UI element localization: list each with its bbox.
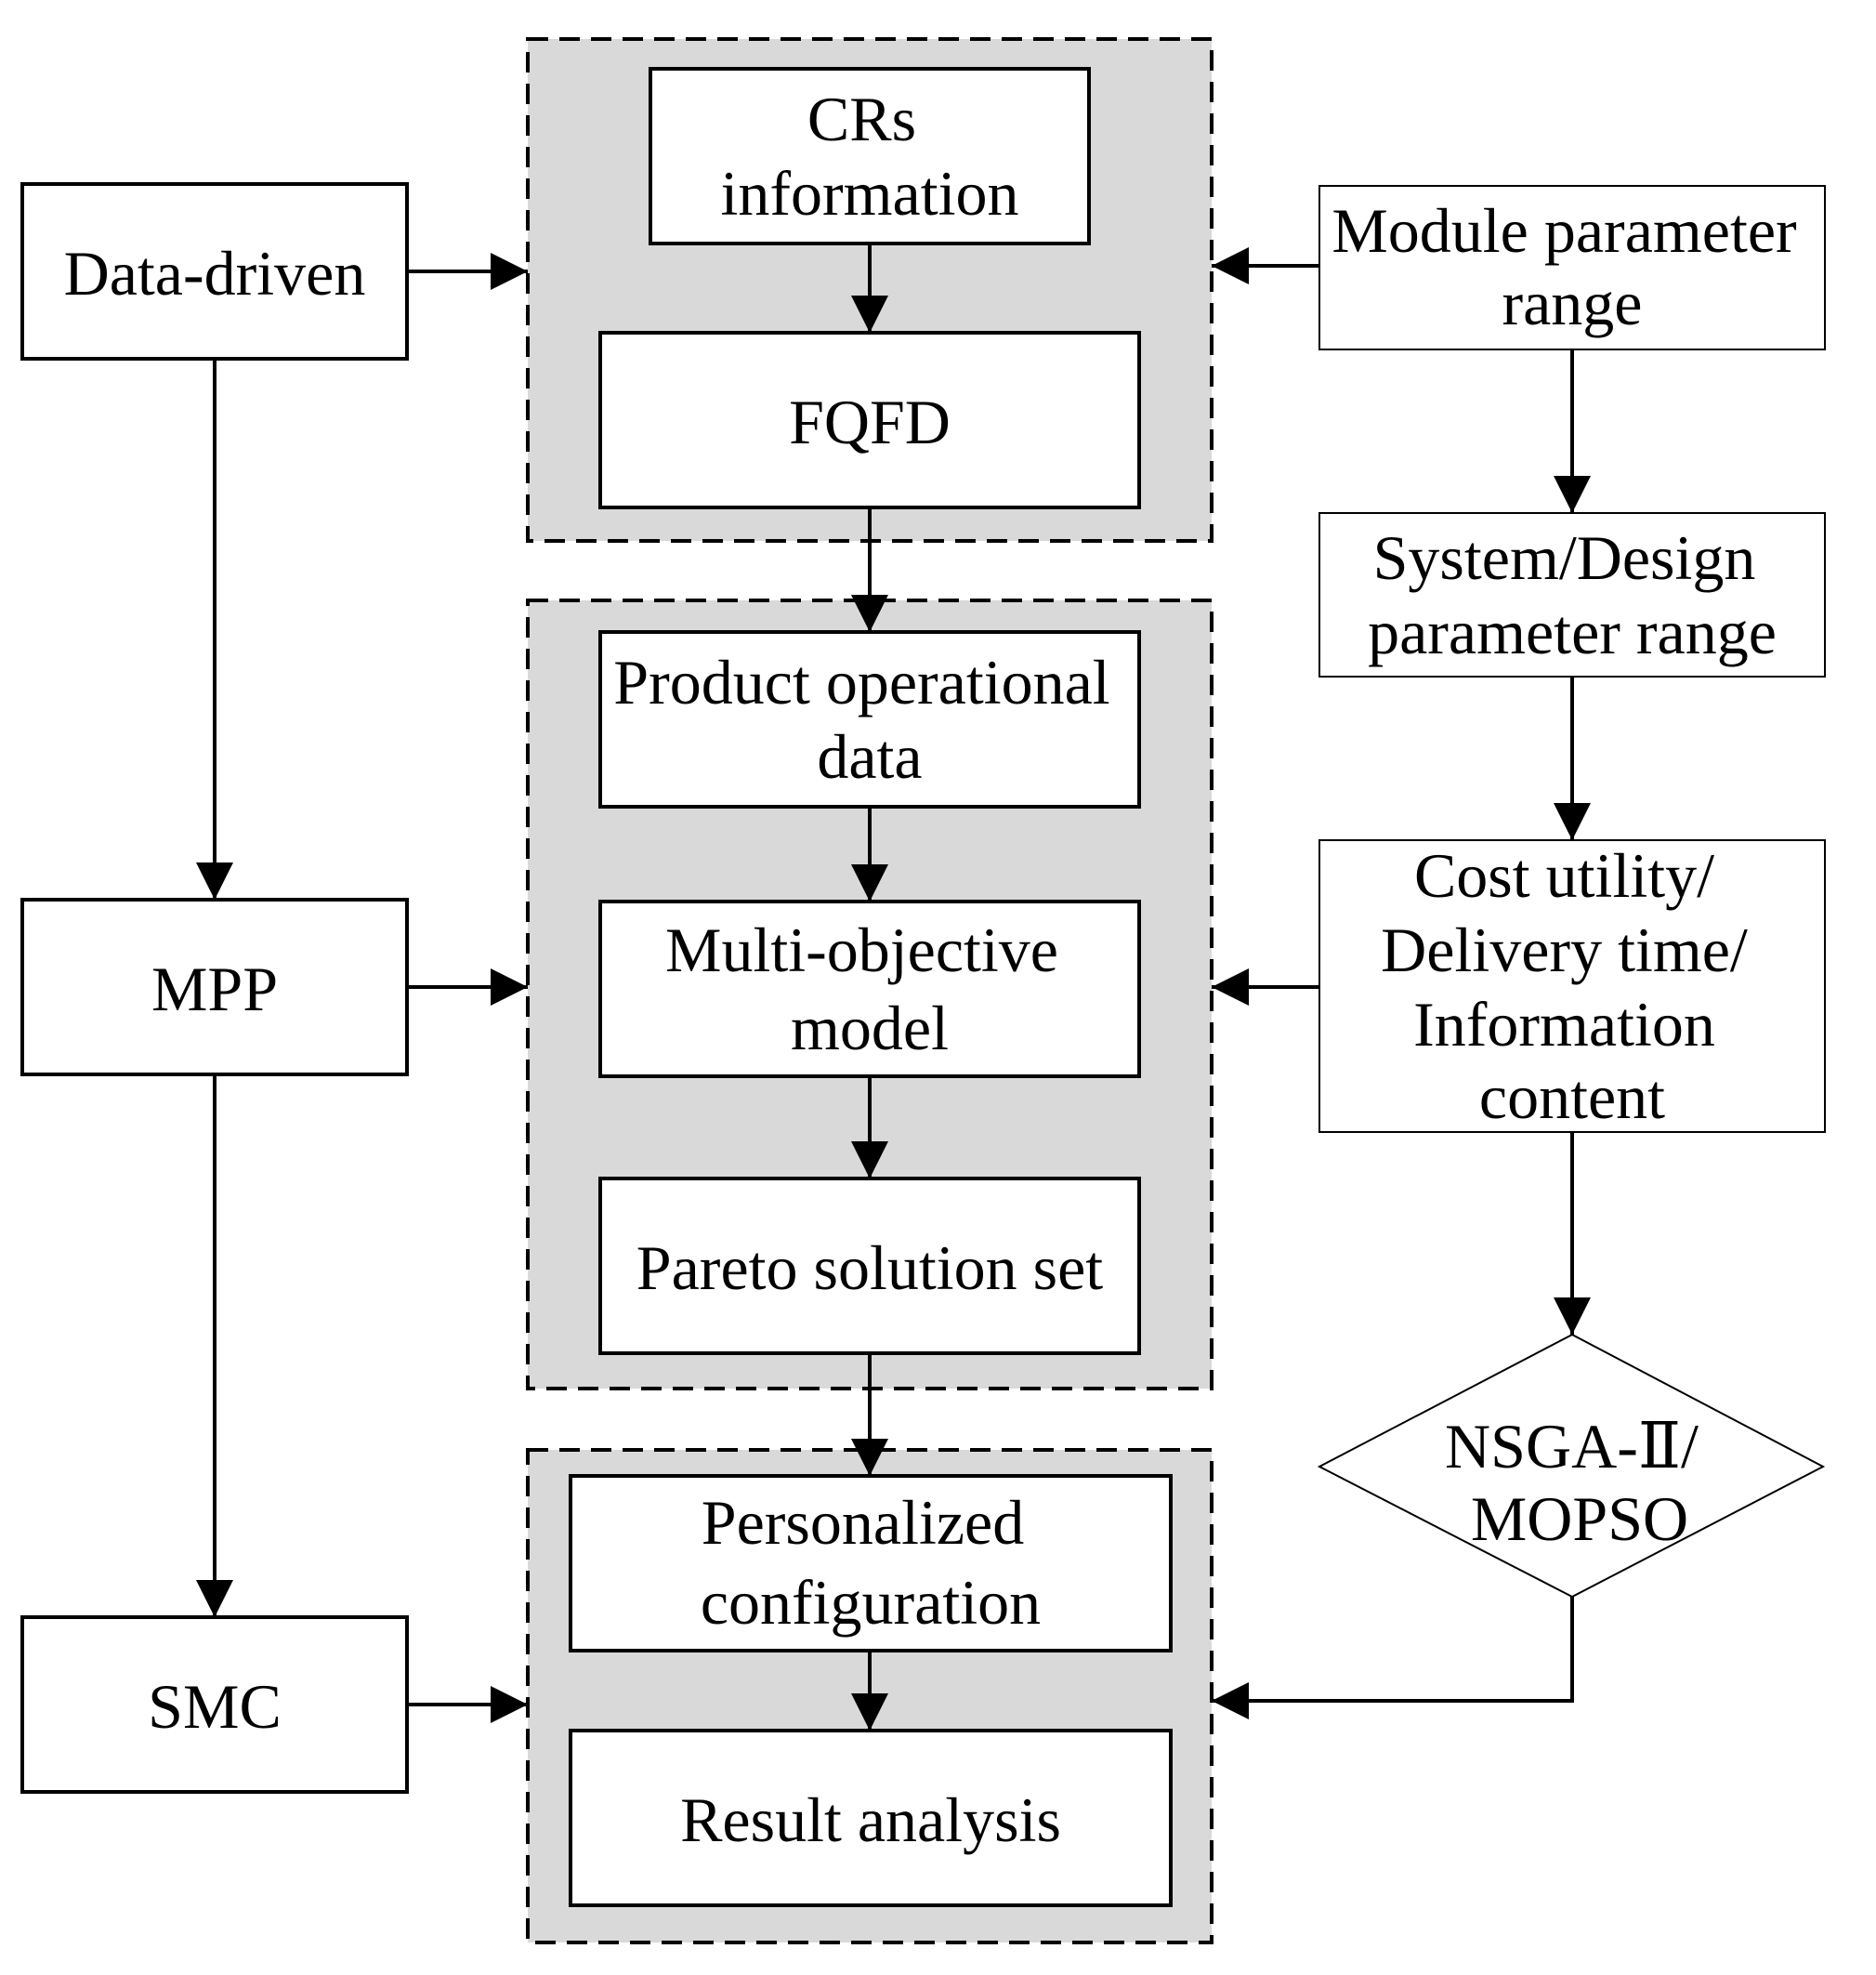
crs-information-line-1: CRs [807, 84, 916, 154]
system-design-parameter-range-label: System/Design parameter range [1368, 522, 1777, 667]
product-operational-data-line-1: Product operational [613, 647, 1109, 718]
data-driven-label: Data-driven [64, 238, 366, 309]
cost-utility-line-1: Cost utility/ [1414, 840, 1714, 911]
multi-objective-model-label: Multi-objective model [665, 915, 1074, 1063]
personalized-configuration-box [569, 1474, 1173, 1652]
arrow-nsga-to-group-bottom [1212, 1597, 1574, 1719]
system-design-parameter-range-line-2: parameter range [1368, 597, 1777, 667]
pareto-solution-set-line-1: Pareto solution set [636, 1232, 1104, 1303]
cost-utility-line-4: content [1479, 1061, 1665, 1132]
mpp-line-1: MPP [151, 954, 278, 1024]
nsga-mopso-line-1: NSGA-Ⅱ/ [1445, 1411, 1699, 1481]
cost-utility-line-2: Delivery time/ [1381, 915, 1748, 985]
product-operational-data-label: Product operational data [613, 647, 1125, 792]
multi-objective-model-line-1: Multi-objective [665, 915, 1058, 985]
cost-utility-line-3: Information [1413, 989, 1715, 1060]
result-analysis-label: Result analysis [680, 1784, 1061, 1855]
result-analysis-line-1: Result analysis [680, 1784, 1061, 1855]
module-parameter-range-line-2: range [1502, 268, 1642, 338]
data-driven-box [20, 182, 409, 361]
personalized-configuration-label: Personalized configuration [701, 1487, 1041, 1638]
crs-information-label: CRs information [720, 84, 1018, 229]
fqfd-box [598, 331, 1141, 509]
fqfd-line-1: FQFD [789, 387, 951, 457]
system-design-parameter-range-box [1318, 512, 1826, 678]
nsga-mopso-label: NSGA-Ⅱ/ MOPSO [1445, 1411, 1714, 1554]
mpp-label: MPP [151, 954, 278, 1024]
smc-label: SMC [148, 1671, 282, 1742]
mpp-box [20, 898, 409, 1076]
personalized-configuration-line-1: Personalized [702, 1487, 1024, 1558]
module-parameter-range-label: Module parameter range [1332, 195, 1812, 338]
crs-information-box [649, 67, 1091, 245]
nsga-mopso-line-2: MOPSO [1471, 1483, 1688, 1554]
smc-box [20, 1615, 409, 1794]
smc-line-1: SMC [148, 1671, 282, 1742]
pareto-solution-set-label: Pareto solution set [636, 1232, 1104, 1303]
multi-objective-model-box [598, 900, 1141, 1078]
system-design-parameter-range-line-1: System/Design [1373, 522, 1756, 593]
product-operational-data-line-2: data [817, 721, 922, 792]
cost-utility-label: Cost utility/ Delivery time/ Information… [1381, 840, 1764, 1132]
result-analysis-box [569, 1729, 1173, 1907]
multi-objective-model-line-2: model [791, 993, 949, 1063]
personalized-configuration-line-2: configuration [701, 1567, 1041, 1638]
crs-information-line-2: information [720, 158, 1018, 229]
module-parameter-range-box [1318, 185, 1826, 350]
connectors [196, 244, 1591, 1731]
fqfd-label: FQFD [789, 387, 951, 457]
data-driven-line-1: Data-driven [64, 238, 366, 309]
module-parameter-range-line-1: Module parameter [1332, 195, 1797, 266]
